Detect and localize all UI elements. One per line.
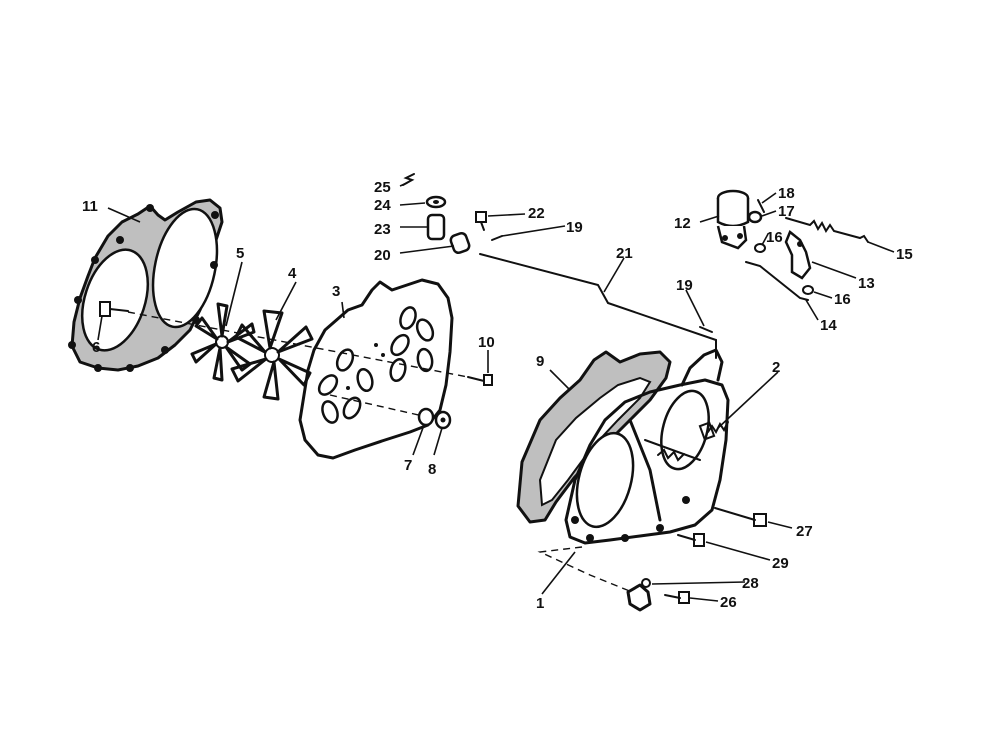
label-24: 24 [374, 197, 391, 214]
label-2: 2 [772, 359, 780, 376]
label-28: 28 [742, 575, 759, 592]
label-20: 20 [374, 247, 391, 264]
part-23-collar [426, 213, 446, 241]
part-21-rod [479, 253, 717, 359]
label-17: 17 [778, 203, 795, 220]
part-19-pin-lower [699, 326, 713, 333]
label-4: 4 [288, 265, 297, 282]
part-18-screw [757, 199, 765, 213]
label-19-upper: 19 [566, 219, 583, 236]
part-11-gasket-plate [68, 198, 224, 372]
label-6: 6 [92, 339, 100, 356]
part-19-pin-upper [491, 235, 503, 241]
part-17-washer [747, 210, 763, 224]
leader-lines [97, 182, 895, 602]
part-7-washer [417, 407, 435, 427]
label-29: 29 [772, 555, 789, 572]
part-16-nut-lower [802, 285, 814, 295]
label-18: 18 [778, 185, 795, 202]
label-12: 12 [674, 215, 691, 232]
housing-stud-inner [657, 448, 685, 462]
part-25-spring-clip [402, 173, 415, 186]
label-22: 22 [528, 205, 545, 222]
label-23: 23 [374, 221, 391, 238]
part-27-bolt [714, 507, 767, 527]
part-29-bolt [677, 533, 705, 547]
label-16-lower: 16 [834, 291, 851, 308]
part-16-nut-upper [754, 243, 766, 253]
label-3: 3 [332, 283, 340, 300]
part-14-link-rod [745, 261, 809, 301]
assembly-axis-lower [329, 394, 424, 417]
label-25: 25 [374, 179, 391, 196]
part-28-clip [626, 578, 652, 612]
label-8: 8 [428, 461, 436, 478]
part-13-lever [784, 229, 812, 280]
part-4-large-fan [230, 309, 314, 401]
assembly-axis-housing [537, 546, 633, 593]
label-10: 10 [478, 334, 495, 351]
label-13: 13 [858, 275, 875, 292]
label-7: 7 [404, 457, 412, 474]
part-6-bolt [99, 301, 129, 317]
label-1: 1 [536, 595, 544, 612]
part-22-screw [475, 211, 487, 231]
label-5: 5 [236, 245, 244, 262]
label-19-lower: 19 [676, 277, 693, 294]
part-12-governor-body [716, 189, 750, 250]
part-26-bolt [664, 591, 690, 604]
part-20-connector [449, 231, 471, 255]
part-8-nut [434, 410, 452, 430]
label-21: 21 [616, 245, 633, 262]
part-15-spring [785, 217, 869, 243]
callout-labels: 1 2 3 4 5 6 7 8 9 10 11 12 13 14 15 16 1… [82, 179, 913, 612]
part-24-bushing [425, 195, 447, 209]
label-9: 9 [536, 353, 544, 370]
part-10-screw [467, 374, 493, 386]
label-14: 14 [820, 317, 837, 334]
part-1-housing [564, 348, 730, 545]
label-27: 27 [796, 523, 813, 540]
label-11: 11 [82, 198, 98, 215]
label-16-upper: 16 [766, 229, 783, 246]
assembly-axis-upper [127, 311, 469, 378]
label-15: 15 [896, 246, 913, 263]
label-26: 26 [720, 594, 737, 611]
